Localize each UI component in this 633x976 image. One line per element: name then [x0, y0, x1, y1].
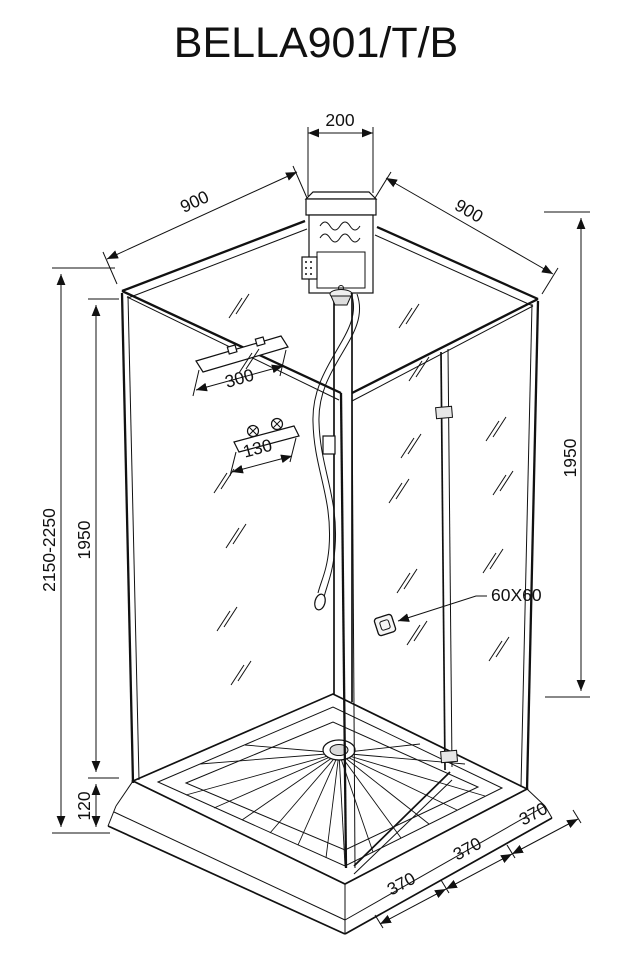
shelf-clip	[226, 344, 238, 355]
dim-label-tray-segment-2: 370	[450, 833, 485, 864]
door	[353, 348, 459, 875]
column-cap-top	[304, 191, 378, 200]
hose-holder	[322, 435, 336, 455]
hand-shower-hose	[312, 292, 360, 611]
dim-label-shelf-width: 300	[223, 365, 257, 392]
dim-label-handle-size: 60X60	[491, 585, 542, 605]
dimension-overall-height: 2150-2250	[39, 267, 115, 834]
door-hinge	[435, 405, 454, 420]
dimension-inner-height-left: 1950	[74, 298, 119, 779]
page-title: BELLA901/T/B	[174, 19, 458, 67]
dimension-top-edge-left: 900	[102, 165, 308, 285]
left-corner-post	[120, 292, 140, 784]
dim-label-top-edge-right: 900	[451, 195, 487, 227]
shower-tray	[107, 693, 553, 935]
dim-label-panel-height-right: 1950	[560, 438, 580, 477]
dim-label-inner-height-left: 1950	[74, 520, 94, 559]
hand-shower	[314, 593, 326, 611]
dimension-top-width: 200	[307, 110, 374, 196]
hose-coil	[319, 221, 361, 231]
dim-label-tray-segment-3: 370	[516, 798, 551, 829]
dimension-panel-height-right: 1950	[544, 211, 590, 698]
dim-label-overall-height: 2150-2250	[39, 508, 59, 592]
dimension-tray-height: 120	[74, 784, 101, 827]
dim-label-top-edge-left: 900	[177, 186, 212, 217]
column-cap	[305, 198, 377, 216]
dimension-handle-size: 60X60	[397, 585, 542, 622]
front-corner-post	[339, 392, 356, 869]
control-panel	[301, 256, 318, 280]
dim-label-tray-height: 120	[74, 791, 94, 820]
shower-column	[301, 191, 378, 702]
mixer-tap	[233, 417, 300, 453]
shelf-clip	[254, 336, 266, 347]
door-hinge	[440, 749, 459, 764]
dim-label-top-width: 200	[325, 110, 354, 130]
shower-head-box	[308, 214, 374, 294]
right-corner-post	[520, 300, 540, 791]
door-handle	[373, 613, 397, 637]
